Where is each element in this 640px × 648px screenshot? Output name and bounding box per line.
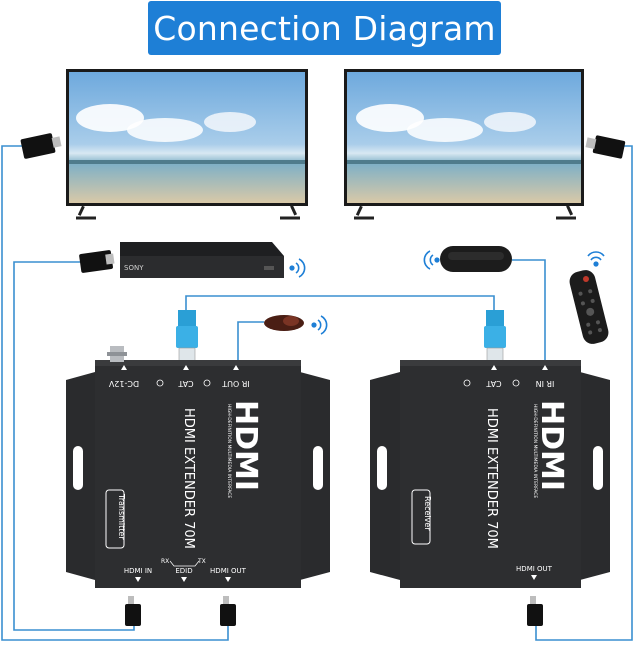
- wire-cat: [185, 295, 495, 318]
- tx-hdmi-logo: HDMI: [228, 400, 263, 491]
- hdmi-plug-icon: [220, 596, 236, 626]
- rj45-plug-icon: [176, 310, 198, 363]
- hdmi-plug-icon: [20, 133, 62, 159]
- ir-emitter-icon: [264, 315, 304, 331]
- ir-wave-icon: [587, 251, 605, 267]
- tv-icon: [66, 69, 308, 220]
- rj45-plug-icon: [484, 310, 506, 363]
- hdmi-plug-icon: [79, 250, 115, 273]
- tx-hdmi-out-label: HDMI OUT: [210, 567, 247, 575]
- wire-tv-right: [535, 145, 633, 641]
- tx-model-label: HDMI EXTENDER 70M: [181, 408, 196, 549]
- wire-ir-in: [512, 259, 546, 370]
- rx-cat-label: CAT: [486, 379, 501, 388]
- tx-hdmi-in-label: HDMI IN: [124, 567, 152, 575]
- bluray-player-icon: SONY: [120, 242, 284, 278]
- receiver-unit: CAT IR IN HDMI HIGH-DEFINITION MULTIMEDI…: [370, 360, 610, 588]
- wire-tv-left: [1, 145, 229, 641]
- tx-hdmi-logo-sub: HIGH-DEFINITION MULTIMEDIA INTERFACE: [226, 404, 232, 498]
- rx-hdmi-logo-sub: HIGH-DEFINITION MULTIMEDIA INTERFACE: [532, 404, 538, 498]
- tv-icon: [344, 69, 584, 220]
- rx-hdmi-out-label: HDMI OUT: [516, 565, 553, 573]
- ir-wave-icon: [289, 258, 306, 278]
- wire-ir-out: [237, 321, 264, 368]
- tx-edid-rx-label: RX: [161, 558, 169, 565]
- tx-ir-out-label: IR OUT: [222, 379, 250, 388]
- transmitter-unit: DC-12V CAT IR OUT HDMI HIGH-DEFINITION M…: [66, 346, 330, 588]
- ir-wave-icon: [423, 250, 440, 270]
- hdmi-plug-icon: [125, 596, 141, 626]
- rx-model-label: HDMI EXTENDER 70M: [484, 408, 499, 549]
- tx-role-label: Transmitter: [117, 493, 126, 540]
- rx-role-label: Receiver: [423, 496, 432, 531]
- ir-receiver-icon: [440, 246, 512, 272]
- wire-player: [13, 261, 135, 631]
- player-brand: SONY: [124, 264, 144, 272]
- rx-ir-in-label: IR IN: [536, 379, 555, 388]
- tx-edid-label: EDID: [175, 567, 192, 575]
- ir-wave-icon: [311, 315, 328, 335]
- wires: [1, 145, 633, 641]
- page-title: Connection Diagram: [148, 1, 501, 55]
- remote-control-icon: [569, 270, 609, 344]
- rx-hdmi-logo: HDMI: [534, 400, 569, 491]
- tx-dc-label: DC-12V: [108, 379, 139, 388]
- tx-cat-label: CAT: [178, 379, 193, 388]
- hdmi-plug-icon: [585, 135, 626, 159]
- tx-edid-tx-label: TX: [197, 558, 206, 565]
- hdmi-plug-icon: [527, 596, 543, 626]
